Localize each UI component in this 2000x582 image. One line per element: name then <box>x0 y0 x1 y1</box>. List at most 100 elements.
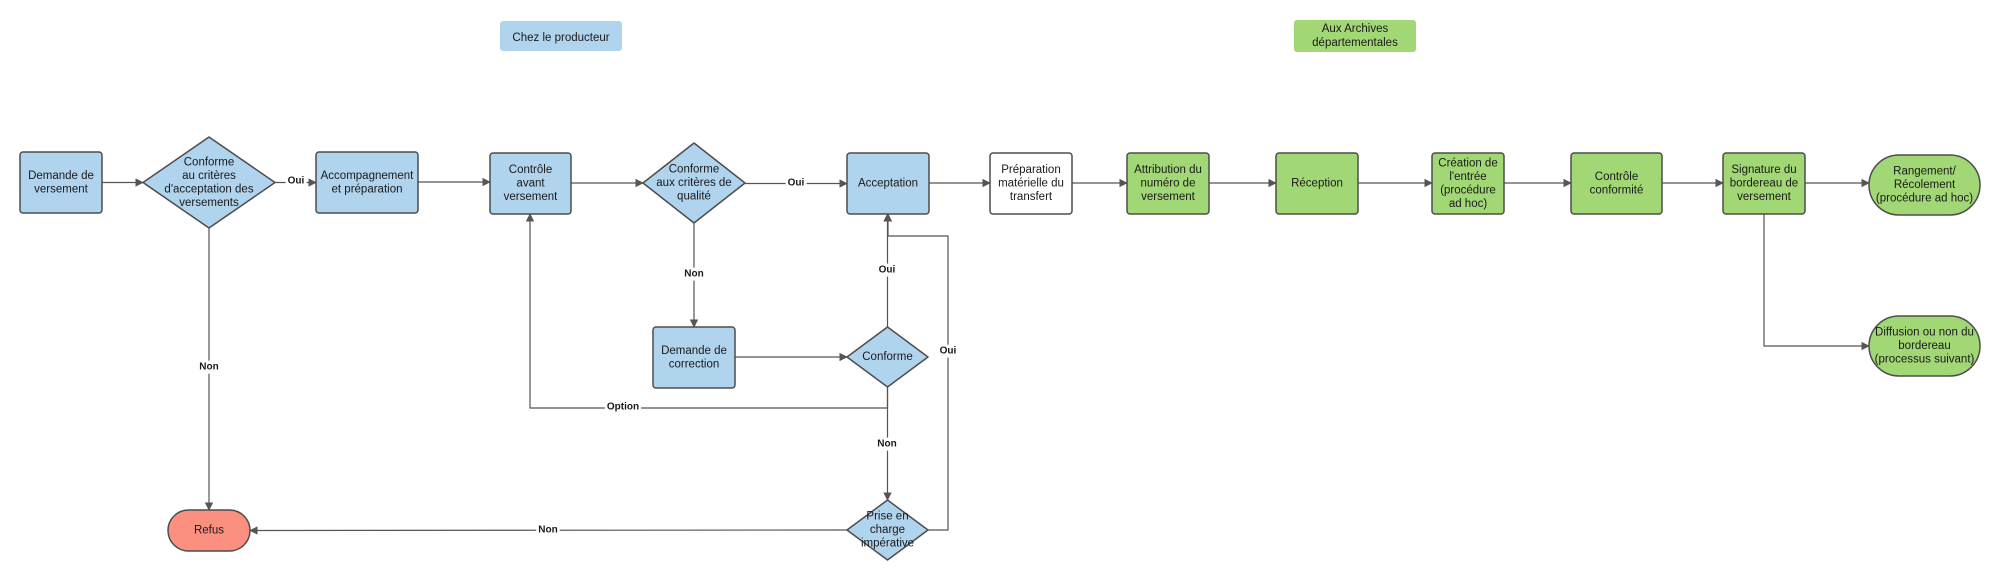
node-label-line: bordereau de <box>1730 178 1798 190</box>
node-label-line: versement <box>1737 191 1791 203</box>
legend-producer-swatch <box>500 21 622 51</box>
node-shape-terminal <box>1868 315 1981 377</box>
connector-label-conforme-to-acceptation: Oui <box>879 265 896 276</box>
connector-label-background <box>785 176 807 190</box>
node-rangement: Rangement/Récolement (procédure ad hoc) <box>1868 154 1981 216</box>
connector-label-background <box>875 437 899 451</box>
node-refus: Refus <box>167 509 251 552</box>
node-label-line: qualité <box>677 191 711 203</box>
legend-producer-label: Chez le producteur <box>512 32 609 44</box>
node-label-line: Préparation <box>1001 164 1060 176</box>
node-shape-process <box>652 326 736 389</box>
node-shape-process <box>1722 152 1806 215</box>
node-shape-process <box>489 152 572 215</box>
connector-label-conforme-qualite-to-acceptation: Oui <box>788 178 805 189</box>
node-label-line: conformité <box>1590 184 1644 196</box>
node-label-line: correction <box>669 358 720 370</box>
legend-archives-label-line2: départementales <box>1312 37 1398 49</box>
connector-label-background <box>604 400 642 414</box>
node-label-line: Conforme <box>862 351 913 363</box>
node-shape-process <box>1570 152 1663 215</box>
node-label-line: Création de <box>1438 157 1497 169</box>
node-label-line: Contrôle <box>509 164 552 176</box>
node-label-line: bordereau <box>1898 340 1950 352</box>
node-shape-decision <box>846 499 929 561</box>
connector-label-background <box>682 267 706 281</box>
node-label-line: Accompagnement <box>321 170 414 182</box>
node-label-line: l'entrée <box>1449 171 1486 183</box>
node-shape-decision <box>846 326 929 388</box>
node-shape-process <box>1126 152 1210 215</box>
node-label-line: transfert <box>1010 191 1053 203</box>
connector-signature-to-diffusion <box>1763 214 1870 351</box>
node-label-line: numéro de <box>1141 178 1196 190</box>
node-label-line: et préparation <box>332 183 403 195</box>
node-label-line: Conforme <box>669 164 720 176</box>
node-label-line: Refus <box>194 525 224 537</box>
node-shape-process <box>19 151 103 214</box>
node-label-line: versement <box>34 183 88 195</box>
connector-label-conforme-to-prise-en-charge: Non <box>877 439 896 450</box>
node-label-line: au critères <box>182 170 236 182</box>
node-label-line: Acceptation <box>858 178 918 190</box>
node-label-line: versement <box>504 191 558 203</box>
node-shape-terminal <box>167 509 251 552</box>
legend-archives-label-line1: Aux Archives <box>1322 23 1389 35</box>
node-label-line: versements <box>179 197 239 209</box>
node-shape-process <box>1431 152 1505 215</box>
node-label-line: (processus suivant) <box>1875 354 1975 366</box>
node-label-line: Contrôle <box>1595 171 1638 183</box>
node-label-line: d'acceptation des <box>164 183 253 195</box>
connector-label-conforme-acceptation-to-refus: Non <box>199 362 218 373</box>
node-shape-decision <box>142 136 276 229</box>
node-label-line: Conforme <box>184 156 235 168</box>
node-label-line: impérative <box>861 538 914 550</box>
node-label-line: versement <box>1141 191 1195 203</box>
legend-archives-swatch <box>1294 20 1416 52</box>
node-label-line: ad hoc) <box>1449 198 1488 210</box>
node-label-line: Demande de <box>28 170 94 182</box>
legend: Chez le producteur Aux Archives départemen… <box>500 20 1416 52</box>
node-label-line: Récolement <box>1894 179 1956 191</box>
flow-connectors <box>102 177 1870 535</box>
connector-label-prise-en-charge-to-acceptation: Oui <box>940 346 957 357</box>
node-label-line: Rangement/ <box>1893 166 1956 178</box>
node-label-line: aux critères de <box>656 177 731 189</box>
node-shape-process <box>1275 152 1359 215</box>
connector-label-conforme-to-controle-avant: Option <box>607 402 639 413</box>
node-label-line: (procédure ad hoc) <box>1876 193 1973 205</box>
connector-label-background <box>285 174 307 188</box>
node-reception: Réception <box>1275 152 1359 215</box>
connector-label-conforme-qualite-to-demande-correction: Non <box>684 269 703 280</box>
node-shape-process <box>315 151 419 214</box>
connector-label-background <box>876 263 898 277</box>
connector-prise-en-charge-to-acceptation <box>883 213 949 531</box>
node-label-line: Prise en <box>866 511 908 523</box>
node-label-line: Signature du <box>1731 164 1796 176</box>
node-label-line: (procédure <box>1440 184 1496 196</box>
connector-label-background <box>937 344 959 358</box>
node-label-line: charge <box>870 524 905 536</box>
node-label-line: matérielle du <box>998 178 1064 190</box>
node-label-line: Attribution du <box>1134 164 1202 176</box>
node-label-line: Diffusion ou non du <box>1875 327 1974 339</box>
node-shape-process <box>846 152 930 215</box>
node-conforme: Conforme <box>846 326 929 388</box>
connector-label-conforme-acceptation-to-accompagnement: Oui <box>288 176 305 187</box>
connector-label-background <box>536 523 560 537</box>
connector-label-prise-en-charge-to-refus: Non <box>538 525 557 536</box>
node-label-line: Réception <box>1291 178 1343 190</box>
node-shape-terminal <box>1868 154 1981 216</box>
connector-label-background <box>197 360 221 374</box>
node-label-line: Demande de <box>661 345 727 357</box>
